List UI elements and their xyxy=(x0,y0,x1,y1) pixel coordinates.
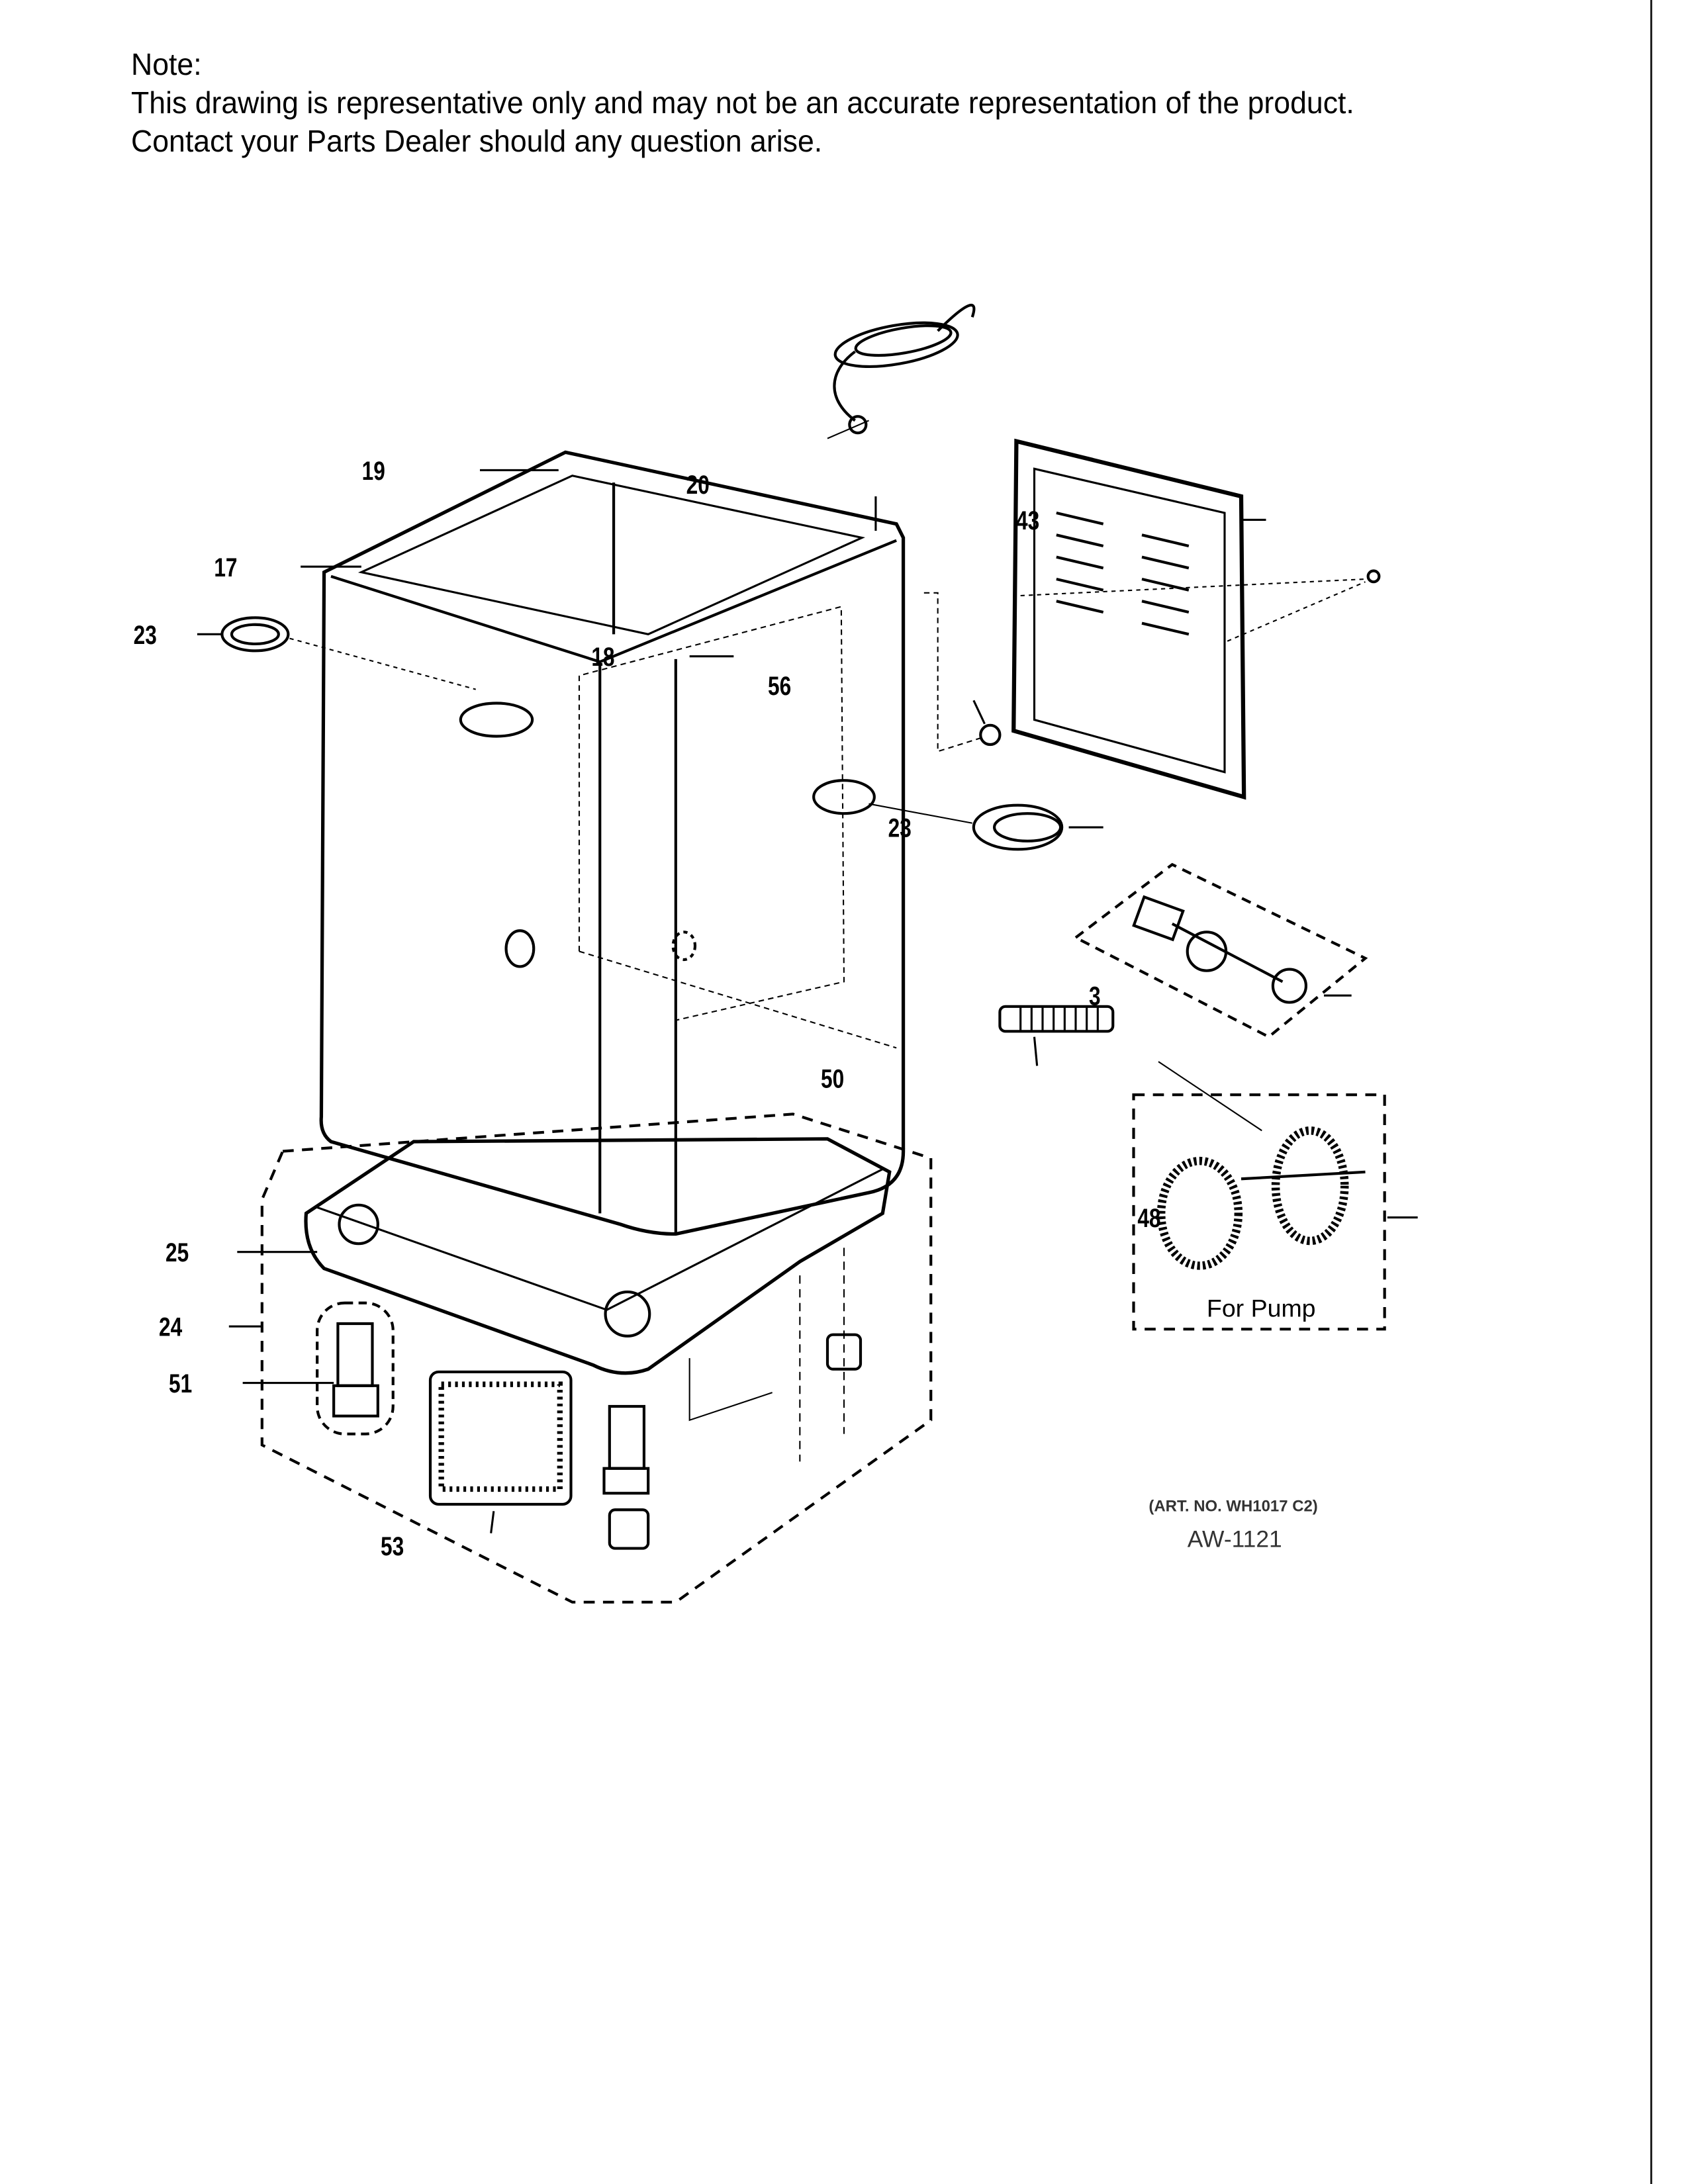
water-valve-part xyxy=(1073,862,1368,1039)
callout-20: 20 xyxy=(686,470,710,499)
hole-plug-part xyxy=(220,616,1064,851)
callout-18: 18 xyxy=(591,643,614,672)
callout-24: 24 xyxy=(159,1312,182,1342)
callout-56: 56 xyxy=(768,672,791,701)
callout-50: 50 xyxy=(821,1064,844,1093)
power-cord-part xyxy=(827,304,976,439)
drawing-id: AW-1121 xyxy=(1188,1526,1282,1553)
callout-25: 25 xyxy=(165,1238,189,1267)
callout-3: 3 xyxy=(1089,981,1101,1011)
foot-pad-part xyxy=(428,1370,573,1533)
art-number: (ART. NO. WH1017 C2) xyxy=(1149,1497,1317,1515)
callout-17: 17 xyxy=(214,553,237,582)
note-line-1: This drawing is representative only and … xyxy=(131,85,1354,120)
note-heading: Note: xyxy=(131,47,202,81)
for-pump-label: For Pump xyxy=(1207,1295,1316,1322)
callout-53: 53 xyxy=(381,1532,404,1561)
callout-23-right: 23 xyxy=(888,813,912,842)
leader-lines xyxy=(197,469,1418,1385)
note-line-2: Contact your Parts Dealer should any que… xyxy=(131,124,823,158)
callout-48: 48 xyxy=(1137,1204,1160,1233)
leveling-leg-part xyxy=(316,1301,863,1550)
callout-23-left: 23 xyxy=(134,621,157,650)
clamp-part xyxy=(923,592,1002,752)
page-edge-line xyxy=(1650,0,1652,2184)
callout-51: 51 xyxy=(169,1369,192,1398)
callout-43: 43 xyxy=(1016,506,1039,535)
pump-hose-part xyxy=(1132,1061,1386,1331)
hose-part xyxy=(998,1005,1115,1066)
rear-panel-part xyxy=(1011,438,1381,800)
callout-19: 19 xyxy=(362,457,385,486)
cabinet-part xyxy=(319,450,906,1236)
base-part xyxy=(260,1113,933,1604)
